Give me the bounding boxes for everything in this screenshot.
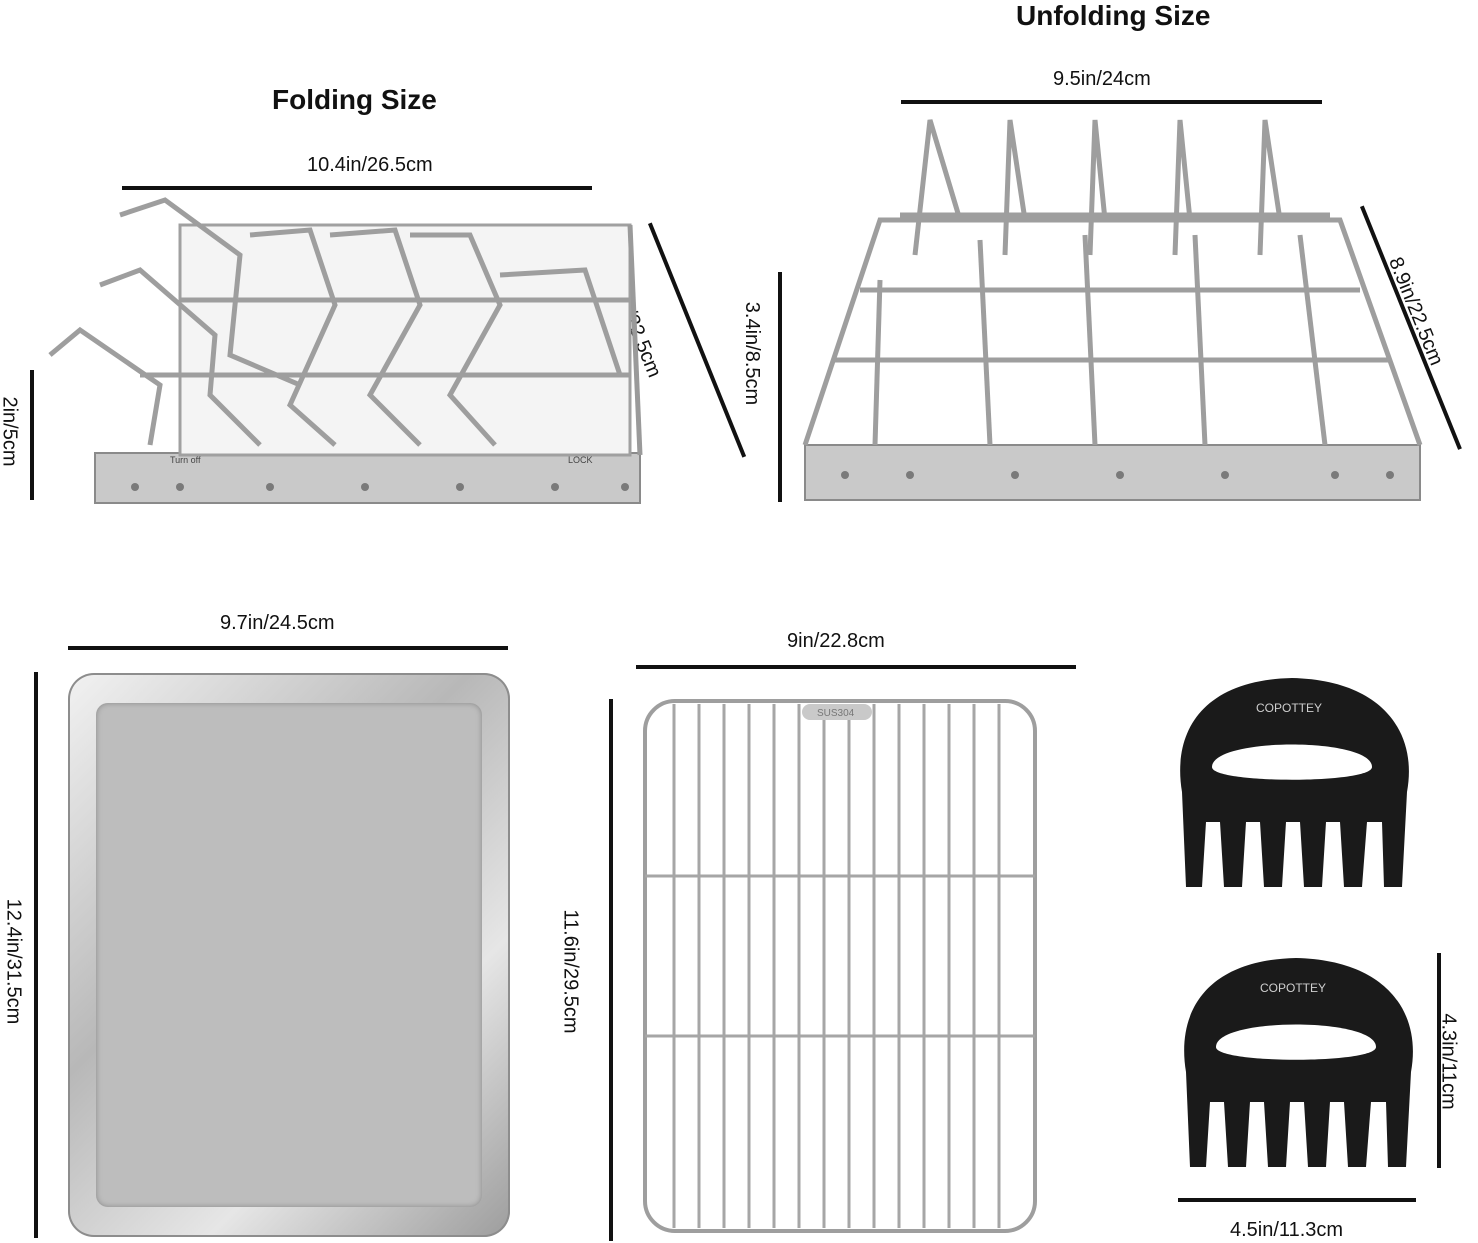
- claw-width-bar: [1178, 1198, 1416, 1202]
- unfolding-height-label: 3.4in/8.5cm: [741, 301, 764, 406]
- rack-lock-text: LOCK: [568, 455, 593, 465]
- grid-width-bar: [636, 665, 1076, 669]
- claw-width-label: 4.5in/11.3cm: [1230, 1219, 1344, 1241]
- grid-height-label: 11.6in/29.5cm: [559, 909, 582, 1034]
- folding-size-title: Folding Size: [272, 84, 437, 115]
- meat-claw-top-image: COPOTTEY: [1180, 678, 1409, 887]
- tray-height-label: 12.4in/31.5cm: [2, 898, 25, 1025]
- unfolding-rack-image: [802, 119, 1423, 501]
- grid-height-bar: [609, 699, 613, 1241]
- folding-height-label: 2in/5cm: [0, 396, 21, 467]
- folding-width-bar: [122, 186, 592, 190]
- folding-height-bar: [30, 370, 34, 500]
- folding-depth-bar: [648, 222, 747, 458]
- folding-rack-image: Turn off LOCK: [48, 197, 643, 504]
- tray-height-bar: [34, 672, 38, 1238]
- baking-tray-image: [68, 673, 510, 1237]
- tray-width-label: 9.7in/24.5cm: [220, 612, 335, 634]
- folding-width-label: 10.4in/26.5cm: [307, 154, 433, 176]
- claw-height-bar: [1437, 953, 1441, 1168]
- unfolding-width-bar: [901, 100, 1322, 104]
- tray-width-bar: [68, 646, 508, 650]
- unfolding-height-bar: [778, 272, 782, 502]
- claw-bottom-brand-text: COPOTTEY: [1260, 981, 1326, 995]
- grid-width-label: 9in/22.8cm: [787, 630, 885, 652]
- rack-turn-off-text: Turn off: [170, 455, 201, 465]
- tray-inner-surface: [96, 703, 482, 1207]
- unfolding-width-label: 9.5in/24cm: [1053, 68, 1151, 90]
- meat-claw-bottom-image: COPOTTEY: [1184, 958, 1413, 1167]
- cooling-grid-image: SUS304: [643, 699, 1037, 1233]
- grid-stamp-text: SUS304: [817, 708, 855, 719]
- unfolding-size-title: Unfolding Size: [1016, 0, 1211, 31]
- claw-top-brand-text: COPOTTEY: [1256, 701, 1322, 715]
